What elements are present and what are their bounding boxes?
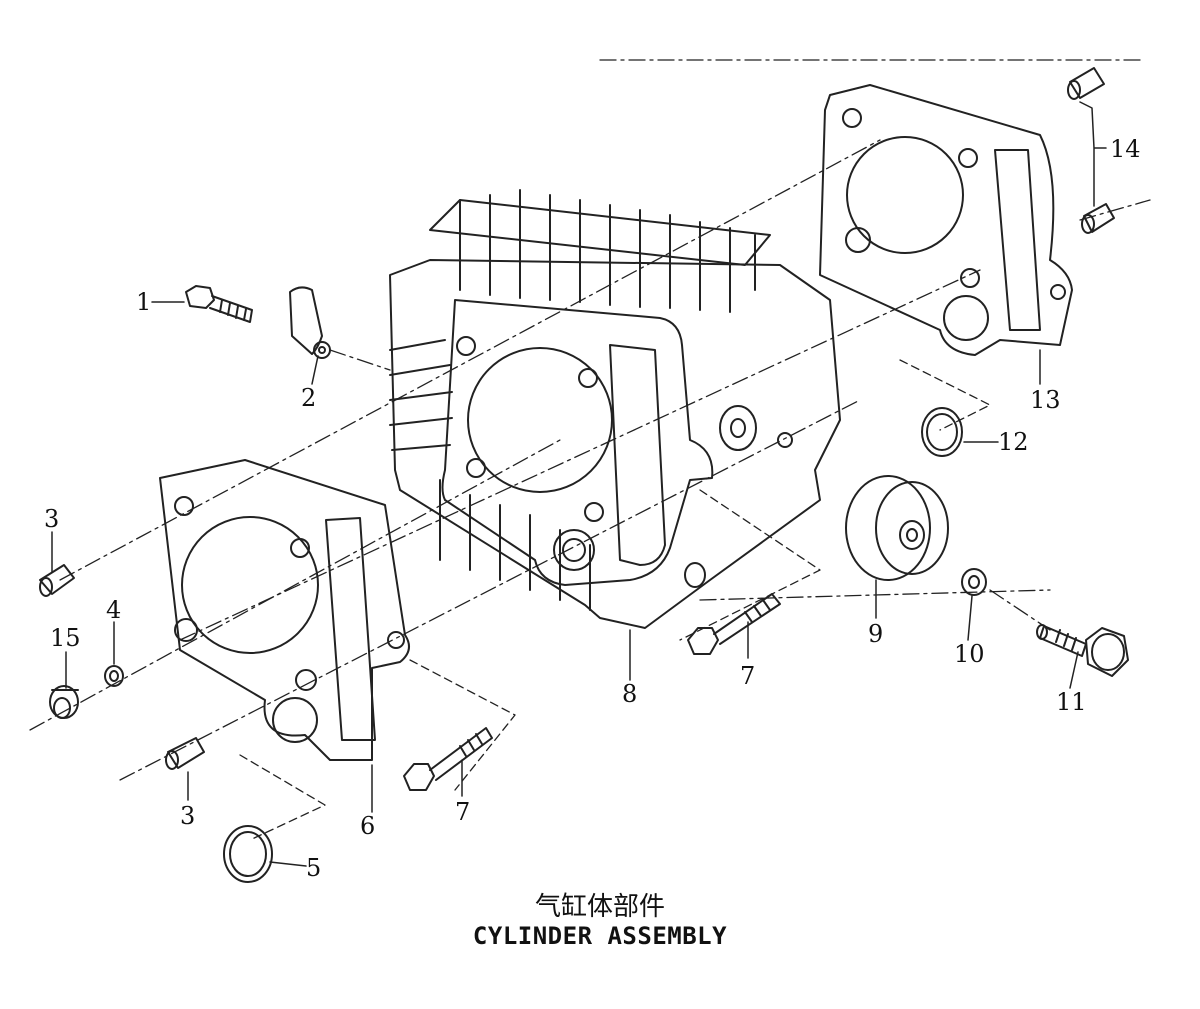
callout-13: 13 — [1030, 386, 1061, 414]
o-ring-12 — [921, 407, 963, 457]
callout-10: 10 — [954, 640, 985, 668]
o-ring-5 — [223, 825, 273, 883]
callout-15: 15 — [50, 624, 81, 652]
callout-4: 4 — [106, 596, 121, 624]
callout-12: 12 — [998, 428, 1029, 456]
callout-2: 2 — [301, 384, 316, 412]
callout-7-lower: 7 — [455, 798, 470, 826]
callout-1: 1 — [136, 288, 151, 316]
caption-chinese: 气缸体部件 — [534, 892, 665, 922]
callout-5: 5 — [306, 854, 321, 882]
callout-11: 11 — [1056, 688, 1087, 716]
callout-labels: 1 2 3 3 4 5 6 7 7 8 9 10 11 12 13 14 15 — [44, 135, 1141, 882]
leader-lines — [51, 101, 1107, 867]
bolt-7-upper — [687, 593, 781, 655]
collar-15 — [49, 685, 79, 719]
gasket-lower — [159, 459, 410, 761]
callout-7-upper: 7 — [740, 662, 755, 690]
dowel-3-upper — [39, 564, 75, 597]
callout-14: 14 — [1110, 135, 1141, 163]
callout-6: 6 — [360, 812, 375, 840]
callout-8: 8 — [622, 680, 637, 708]
bolt-1 — [185, 285, 253, 323]
gasket-upper — [819, 84, 1073, 356]
bolt-7-lower — [403, 727, 493, 791]
reference-lines — [239, 359, 991, 841]
dowel-14-upper — [1067, 67, 1105, 100]
clamp-2 — [289, 286, 331, 359]
insulator-9 — [845, 475, 949, 581]
dowel-3-lower — [165, 737, 205, 770]
callout-9: 9 — [868, 620, 883, 648]
o-ring-4 — [104, 665, 124, 687]
washer-10 — [961, 568, 987, 596]
dowel-14-lower — [1081, 203, 1115, 234]
bolt-11 — [1036, 624, 1129, 677]
cylinder-block — [389, 189, 841, 629]
callout-3-lower: 3 — [180, 802, 195, 830]
caption-english: CYLINDER ASSEMBLY — [472, 922, 728, 950]
axis-lines — [29, 59, 1151, 781]
callout-3-upper: 3 — [44, 505, 59, 533]
